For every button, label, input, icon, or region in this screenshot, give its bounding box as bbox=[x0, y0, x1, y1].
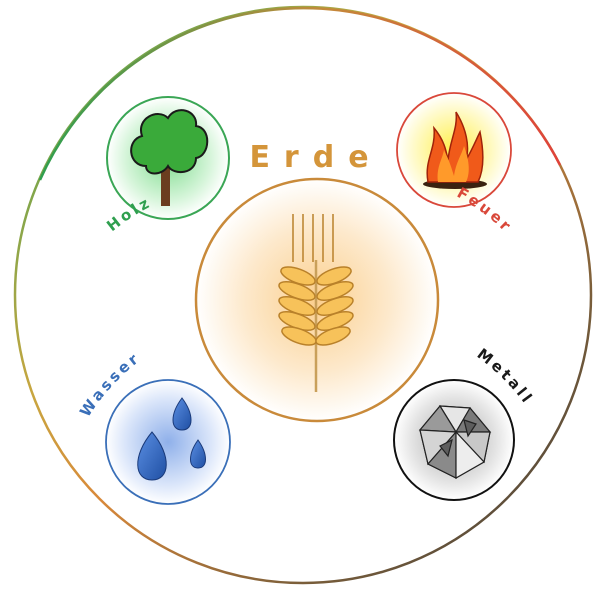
earth-label: Erde bbox=[249, 140, 382, 175]
earth-element: Erde bbox=[196, 140, 438, 421]
fire-element: Feuer bbox=[397, 93, 516, 236]
wood-element: Holz bbox=[103, 97, 229, 235]
water-circle bbox=[106, 380, 230, 504]
water-element: Wasser bbox=[76, 348, 230, 504]
